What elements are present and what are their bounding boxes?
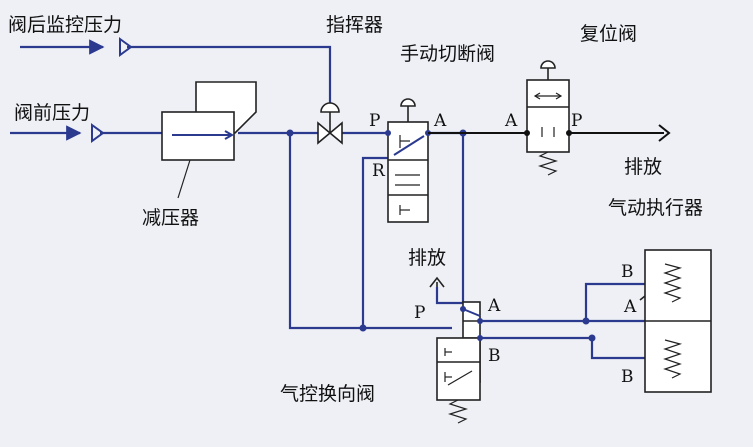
switch-valve-symbol xyxy=(429,276,481,424)
label-exhaust-mid: 排放 xyxy=(408,247,446,269)
label-exhaust-top: 排放 xyxy=(624,156,662,178)
switch-b-line xyxy=(480,336,645,360)
label-manual-valve: 手动切断阀 xyxy=(400,43,495,65)
switch-exhaust-line xyxy=(435,287,463,305)
port-actuator-b-bottom: B xyxy=(621,367,634,387)
label-upstream-pressure: 阀前压力 xyxy=(14,102,90,124)
reducer-symbol xyxy=(161,81,257,199)
downstream-sense-icon xyxy=(119,37,133,57)
manual-r-line xyxy=(361,156,452,330)
sensing-triangles xyxy=(91,37,133,143)
label-downstream-pressure: 阀后监控压力 xyxy=(8,14,122,36)
actuator-symbol xyxy=(639,249,712,393)
reset-valve-symbol xyxy=(526,60,570,176)
port-reset-p: P xyxy=(571,111,582,131)
pipe-network xyxy=(10,39,645,360)
header-drop-line xyxy=(288,133,363,330)
port-switch-p: P xyxy=(414,303,425,323)
manual-a-to-pilot-line xyxy=(428,131,465,303)
switch-a-line xyxy=(480,282,645,323)
downstream-signal-line xyxy=(127,45,332,112)
label-reset-valve: 复位阀 xyxy=(580,23,637,45)
label-switch-valve: 气控换向阀 xyxy=(280,383,375,405)
port-actuator-b-top: B xyxy=(621,262,634,282)
pilot-valve-symbol xyxy=(317,102,343,145)
port-manual-r: R xyxy=(372,161,386,181)
junction-dots xyxy=(286,129,596,342)
port-reset-a: A xyxy=(504,111,518,131)
reset-exhaust-line xyxy=(428,124,671,142)
upstream-sense-icon xyxy=(91,123,105,143)
label-actuator: 气动执行器 xyxy=(608,197,703,219)
reset-ports xyxy=(524,130,572,136)
label-reducer: 减压器 xyxy=(142,207,199,229)
port-manual-p: P xyxy=(369,111,380,131)
port-switch-b: B xyxy=(488,346,501,366)
switch-ports xyxy=(460,306,483,341)
port-manual-a: A xyxy=(433,111,447,131)
manual-valve-symbol xyxy=(387,98,429,223)
port-switch-a: A xyxy=(487,296,501,316)
port-actuator-a: A xyxy=(623,297,637,317)
label-pilot: 指挥器 xyxy=(326,14,383,36)
